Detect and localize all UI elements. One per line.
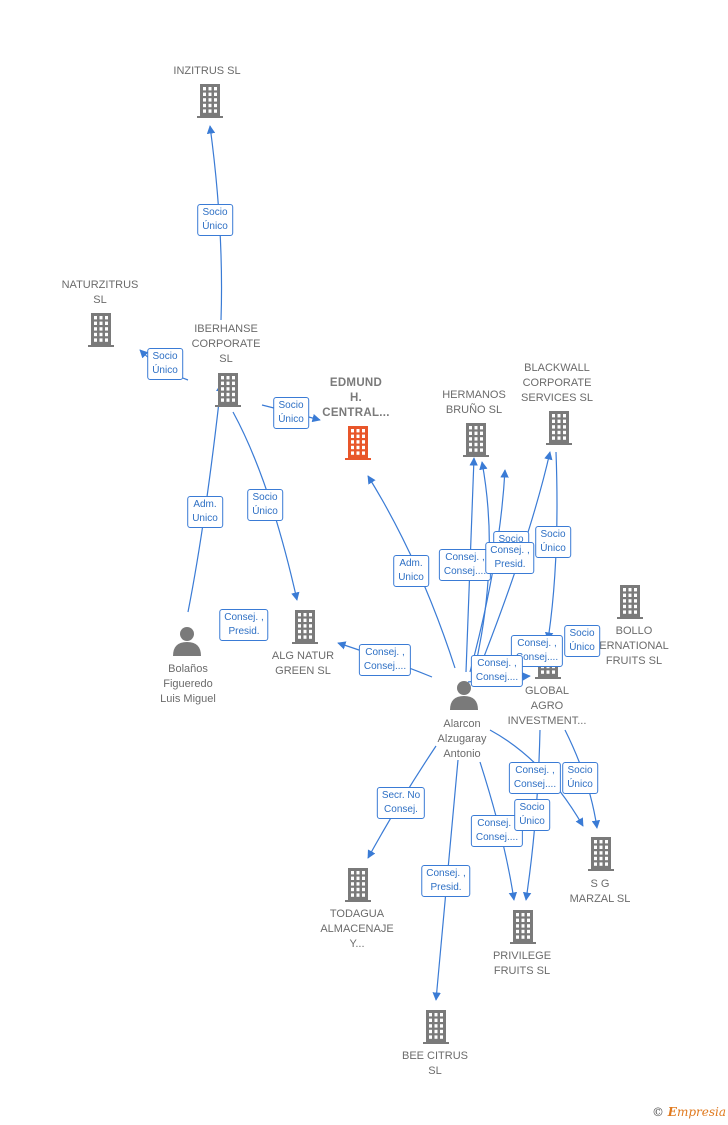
person-icon[interactable] [450,681,478,710]
edge-label[interactable]: Consej. , Presid. [485,542,535,574]
edge-label[interactable]: Socio Único [247,489,283,521]
company-icon[interactable] [546,411,572,445]
copyright-symbol: © [651,1105,664,1119]
company-icon[interactable] [510,910,536,944]
brand-logo-initial: E [667,1105,677,1119]
node-label-privilege[interactable]: PRIVILEGE FRUITS SL [492,950,552,977]
edge-label[interactable]: Consej. , Consej.... [470,655,524,687]
company-icon[interactable] [423,1010,449,1044]
edge-label[interactable]: Consej. , Consej.... [508,762,562,794]
edge-label[interactable]: Adm. Unico [187,496,223,528]
edge-label[interactable]: Consej. , Consej.... [358,644,412,676]
edge-label[interactable]: Socio Único [273,397,309,429]
brand-logo-text: mpresia [676,1105,726,1119]
company-icon[interactable] [88,313,114,347]
node-label-sg[interactable]: S G MARZAL SL [569,878,631,905]
edge-label[interactable]: Socio Único [197,204,233,236]
edge-label[interactable]: Socio Único [562,762,598,794]
edge-label[interactable]: Adm. Unico [393,555,429,587]
node-label-hermanos[interactable]: HERMANOS BRUÑO SL [442,389,506,416]
company-icon[interactable] [617,585,643,619]
node-label-global[interactable]: GLOBAL AGRO INVESTMENT... [507,685,587,727]
node-label-edmund[interactable]: EDMUND H. CENTRAL... [322,377,390,419]
edge-label[interactable]: Consej. , Consej.... [438,549,492,581]
company-icon[interactable] [463,423,489,457]
node-label-iberhanse[interactable]: IBERHANSE CORPORATE SL [191,323,261,365]
node-label-bee[interactable]: BEE CITRUS SL [401,1050,469,1077]
edge-label[interactable]: Secr. No Consej. [376,787,426,819]
company-icon[interactable] [215,373,241,407]
node-label-blackwall[interactable]: BLACKWALL CORPORATE SERVICES SL [521,362,593,404]
node-label-bollo[interactable]: BOLLO ERNATIONAL FRUITS SL [599,625,669,667]
node-label-todagua[interactable]: TODAGUA ALMACENAJE Y... [320,908,394,950]
brand-footer: © Empresia [652,1105,726,1119]
company-icon[interactable] [588,837,614,871]
node-label-bolanos[interactable]: Bolaños Figueredo Luis Miguel [160,663,216,705]
edge-label[interactable]: Consej. , Presid. [421,865,471,897]
edge-label[interactable]: Socio Único [147,348,183,380]
edge-label[interactable]: Consej. , Presid. [219,609,269,641]
edge-label[interactable]: Socio Único [514,799,550,831]
edge-label[interactable]: Socio Único [564,625,600,657]
focus-company-icon[interactable] [345,426,371,460]
company-icon[interactable] [197,84,223,118]
company-icon[interactable] [345,868,371,902]
node-label-alarcon[interactable]: Alarcon Alzugaray Antonio [437,718,487,760]
edge-label[interactable]: Socio Único [535,526,571,558]
node-label-alg[interactable]: ALG NATUR GREEN SL [271,650,335,677]
company-icon[interactable] [292,610,318,644]
node-label-inzitrus[interactable]: INZITRUS SL [173,65,241,77]
person-icon[interactable] [173,627,201,656]
node-label-naturzitrus[interactable]: NATURZITRUS SL [61,279,139,306]
